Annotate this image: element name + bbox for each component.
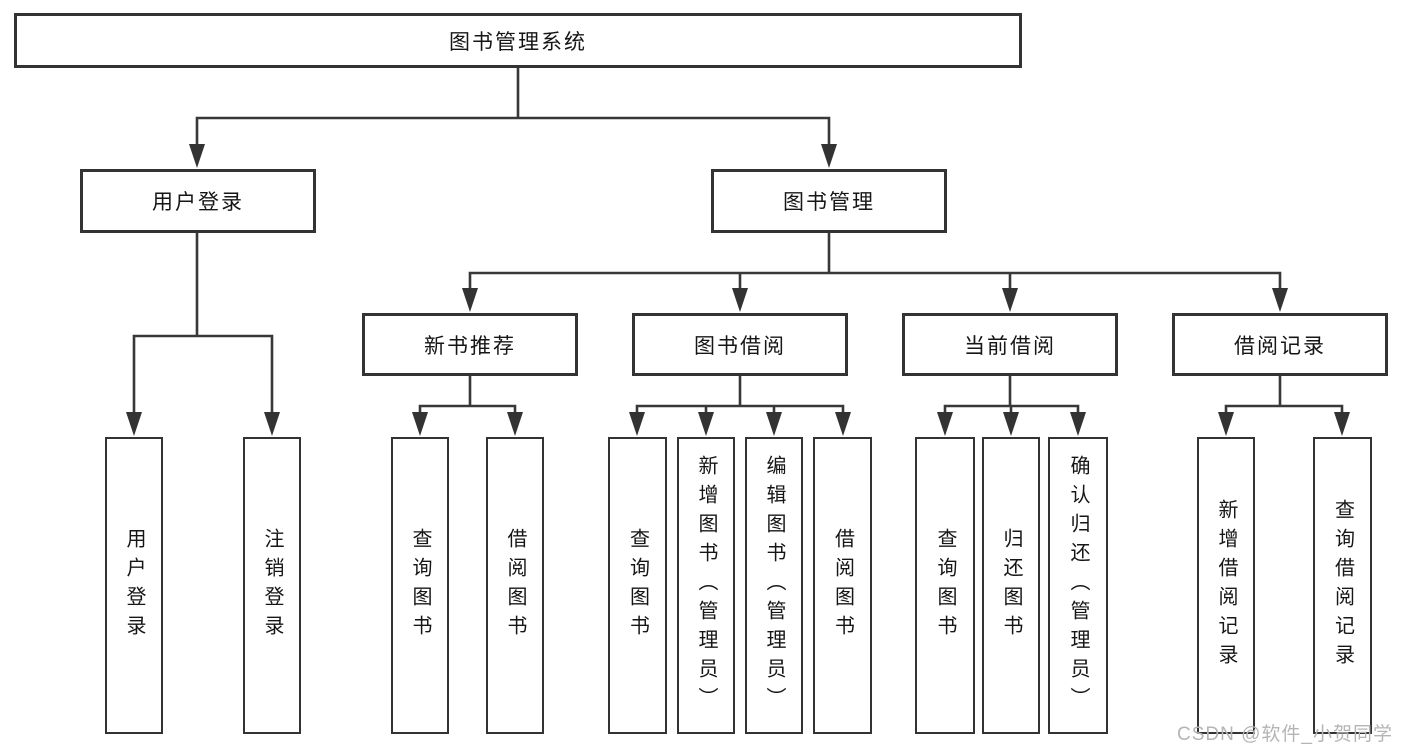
node-return-books-label: 归还图书 [1000,527,1022,644]
csdn-watermark: CSDN @软件_小贺同学 [1177,724,1393,745]
node-book-borrowing-label: 图书借阅 [694,334,786,358]
node-borrow-books-recommend-label: 借阅图书 [504,527,526,644]
node-confirm-return-admin-label: 确认归还（管理员） [1067,455,1089,716]
node-user-login-leaf: 用户登录 [105,437,163,734]
node-borrowing-records-label: 借阅记录 [1234,334,1326,358]
node-edit-book-admin: 编辑图书（管理员） [745,437,803,734]
node-new-book-recommend: 新书推荐 [362,313,578,376]
node-query-books-current: 查询图书 [915,437,975,734]
node-query-books-borrowing: 查询图书 [608,437,667,734]
node-book-borrowing: 图书借阅 [632,313,848,376]
node-user-login: 用户登录 [80,169,316,233]
node-library-system: 图书管理系统 [14,13,1022,68]
node-query-borrow-record: 查询借阅记录 [1313,437,1372,734]
node-current-borrowing: 当前借阅 [902,313,1118,376]
node-borrow-books-borrowing-label: 借阅图书 [831,527,854,644]
node-current-borrowing-label: 当前借阅 [964,334,1056,358]
node-library-system-label: 图书管理系统 [449,30,587,54]
node-return-books: 归还图书 [982,437,1040,734]
node-book-management: 图书管理 [711,169,947,233]
node-query-books-borrowing-label: 查询图书 [626,527,649,644]
node-add-book-admin-label: 新增图书（管理员） [695,455,717,716]
node-borrow-books-recommend: 借阅图书 [486,437,544,734]
node-logout-leaf: 注销登录 [243,437,301,734]
node-add-borrow-record-label: 新增借阅记录 [1215,498,1237,673]
node-edit-book-admin-label: 编辑图书（管理员） [763,455,785,716]
node-user-login-label: 用户登录 [152,191,244,214]
arrowheads [126,144,1350,436]
node-query-books-recommend: 查询图书 [391,437,449,734]
node-query-books-current-label: 查询图书 [934,527,956,644]
node-new-book-recommend-label: 新书推荐 [424,334,516,358]
node-add-borrow-record: 新增借阅记录 [1197,437,1255,734]
node-logout-leaf-label: 注销登录 [261,527,283,644]
node-borrow-books-borrowing: 借阅图书 [813,437,872,734]
node-book-management-label: 图书管理 [783,191,875,214]
node-confirm-return-admin: 确认归还（管理员） [1048,437,1108,734]
node-add-book-admin: 新增图书（管理员） [677,437,735,734]
node-query-books-recommend-label: 查询图书 [409,527,431,644]
node-borrowing-records: 借阅记录 [1172,313,1388,376]
node-user-login-leaf-label: 用户登录 [123,527,145,644]
node-query-borrow-record-label: 查询借阅记录 [1331,498,1354,673]
